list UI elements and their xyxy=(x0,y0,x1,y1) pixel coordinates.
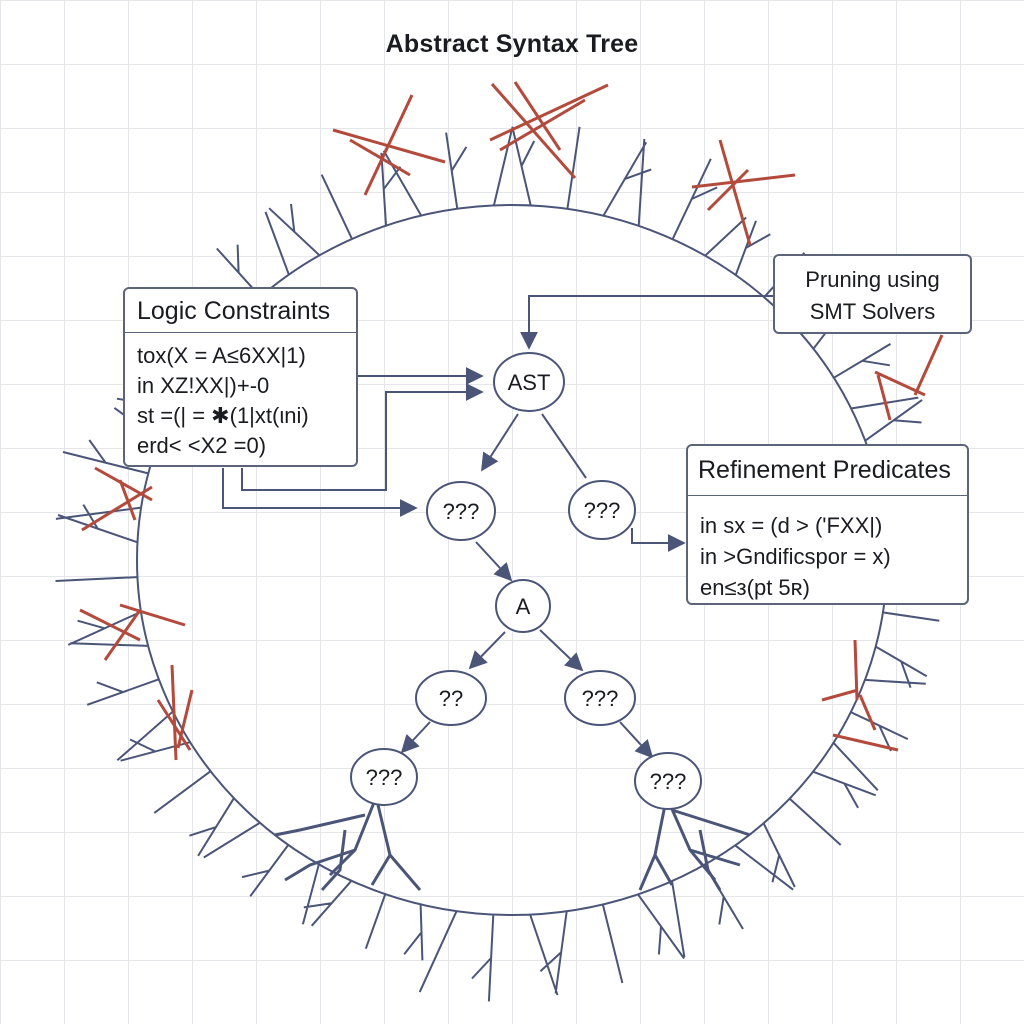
svg-text:???: ??? xyxy=(443,499,480,524)
svg-text:AST: AST xyxy=(508,370,551,395)
svg-text:???: ??? xyxy=(366,765,403,790)
diagram-title: Abstract Syntax Tree xyxy=(385,30,639,58)
node-leaf-left-unknown[interactable]: ??? xyxy=(350,748,418,806)
node-left-unknown[interactable]: ??? xyxy=(426,481,496,541)
logic-constraint-line: st =(| = ✱(1|xt(ιni) xyxy=(137,403,309,428)
refinement-predicate-line: en≤з(pt 5ʀ) xyxy=(700,575,810,600)
svg-text:???: ??? xyxy=(650,769,687,794)
node-a[interactable]: A xyxy=(495,579,551,633)
node-a-left-unknown[interactable]: ?? xyxy=(415,670,487,726)
node-ast[interactable]: AST xyxy=(493,352,565,412)
root-tendrils-right xyxy=(638,799,751,891)
connector-logic-to-ast-2 xyxy=(241,383,484,491)
node-right-unknown[interactable]: ??? xyxy=(568,480,636,540)
pruning-line: Pruning using xyxy=(805,267,940,292)
node-a-right-unknown[interactable]: ??? xyxy=(564,670,636,726)
connector-logic-to-left xyxy=(222,468,418,517)
tree-edges xyxy=(400,413,654,759)
pruned-branches xyxy=(79,81,944,761)
logic-constraint-line: tox(X = A≤6XX|1) xyxy=(137,343,306,368)
pruning-smt-box[interactable]: Pruning using SMT Solvers xyxy=(773,254,972,334)
svg-text:A: A xyxy=(516,594,531,619)
refinement-predicate-line: in >Gndificspor = x) xyxy=(700,544,891,569)
refinement-predicates-heading: Refinement Predicates xyxy=(688,446,967,496)
connector-right-to-refine xyxy=(631,528,686,552)
logic-constraint-line: erd< <X2 =0) xyxy=(137,433,267,458)
root-tendrils-left xyxy=(274,799,422,892)
pruning-line: SMT Solvers xyxy=(809,299,936,324)
refinement-predicates-box[interactable]: Refinement Predicates in sx = (d > ('FXX… xyxy=(686,444,969,605)
svg-text:???: ??? xyxy=(584,498,621,523)
node-leaf-right-unknown[interactable]: ??? xyxy=(634,752,702,810)
svg-text:??: ?? xyxy=(439,686,463,711)
svg-text:???: ??? xyxy=(582,686,619,711)
connector-pruning-to-ast xyxy=(520,295,773,350)
refinement-predicate-line: in sx = (d > ('FXX|) xyxy=(700,513,883,538)
connectors xyxy=(222,295,773,552)
logic-constraint-line: in XZ!XX|)+-0 xyxy=(137,373,270,398)
logic-constraints-heading: Logic Constraints xyxy=(125,289,356,333)
logic-constraints-box[interactable]: Logic Constraints tox(X = A≤6XX|1) in XZ… xyxy=(123,287,358,467)
